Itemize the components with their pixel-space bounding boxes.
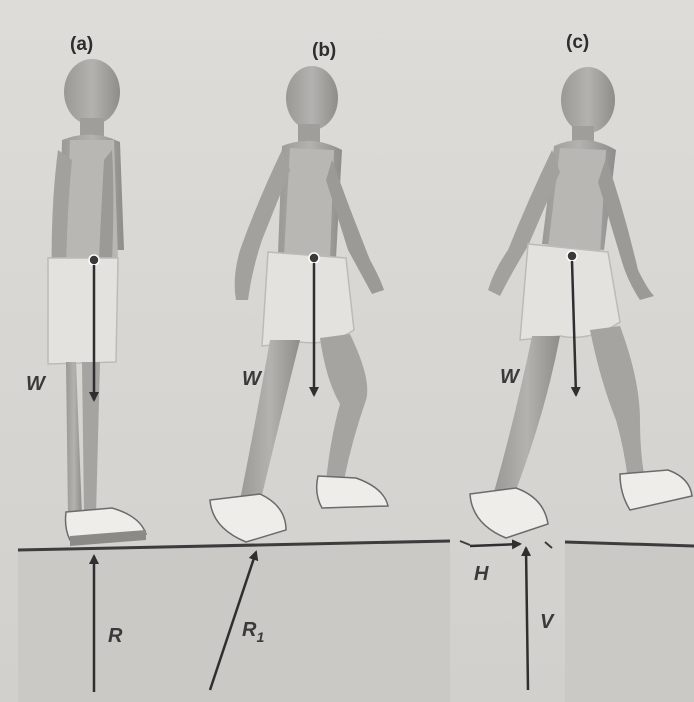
panel-label-c: (c) [566,32,589,53]
weight-label-b: W [242,368,263,390]
horizontal-label-h: H [474,563,489,585]
floor [18,541,694,702]
reaction-label-r1-main: R [242,619,257,641]
reaction-label-r: R [108,625,123,647]
vertical-label-v: V [540,611,555,633]
weight-label-a: W [26,373,47,395]
panel-label-b: (b) [312,40,336,61]
weight-label-c: W [500,366,521,388]
reaction-label-r1-subscript: 1 [256,629,264,645]
panel-label-a: (a) [70,34,93,55]
